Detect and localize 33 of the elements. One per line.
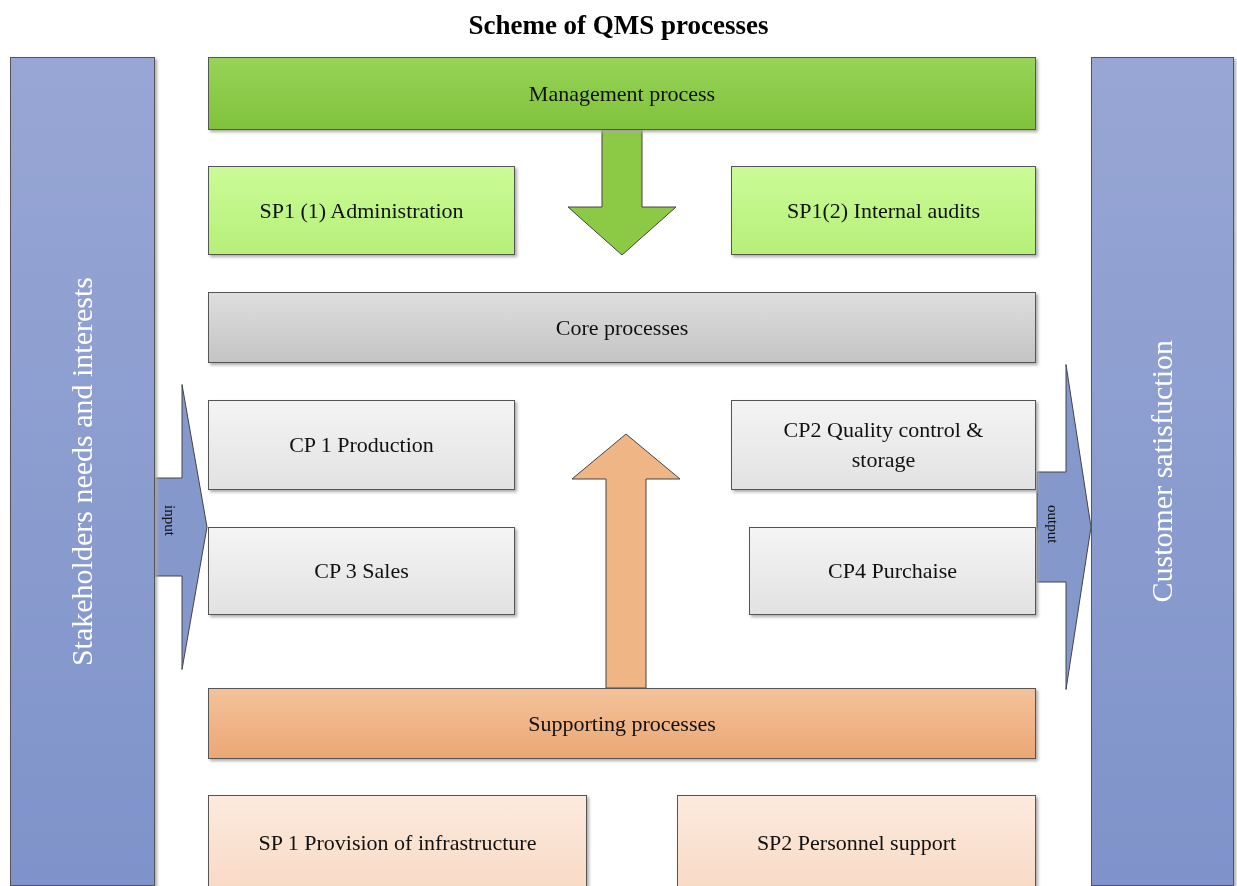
box-label: Stakeholders needs and interests <box>64 276 100 667</box>
process-header-bar <box>208 57 1036 130</box>
box-label: CP4 Purchaise <box>827 557 958 586</box>
block-arrow <box>1036 364 1092 690</box>
box-label: SP1 (1) Administration <box>258 196 465 225</box>
process-box <box>208 527 515 615</box>
diagram-title: Scheme of QMS processes <box>467 10 770 41</box>
box-label: Management process <box>527 79 717 108</box>
box-label: Customer satisfuction <box>1144 340 1180 603</box>
process-box <box>208 795 587 886</box>
process-box <box>677 795 1036 886</box>
process-header-bar <box>208 688 1036 759</box>
process-box <box>731 166 1036 255</box>
box-label: SP2 Personnel support <box>755 828 958 857</box>
box-label: SP 1 Provision of infrastructure <box>257 828 538 857</box>
box-label: CP2 Quality control & storage <box>782 416 985 474</box>
edge-label: input <box>160 505 178 536</box>
block-arrow <box>154 384 208 670</box>
box-label: SP1(2) Internal audits <box>785 196 982 225</box>
process-box <box>731 400 1036 490</box>
process-box <box>749 527 1036 615</box>
block-arrow <box>571 433 681 689</box>
side-band <box>1091 57 1234 886</box>
box-label: Supporting processes <box>527 709 717 738</box>
box-label: CP 1 Production <box>288 431 435 460</box>
box-label: CP 3 Sales <box>313 557 410 586</box>
side-band <box>10 57 155 886</box>
process-header-bar <box>208 292 1036 363</box>
process-box <box>208 400 515 490</box>
box-label: Core processes <box>554 313 690 342</box>
process-box <box>208 166 515 255</box>
edge-label: output <box>1043 505 1061 544</box>
block-arrow <box>567 129 677 256</box>
